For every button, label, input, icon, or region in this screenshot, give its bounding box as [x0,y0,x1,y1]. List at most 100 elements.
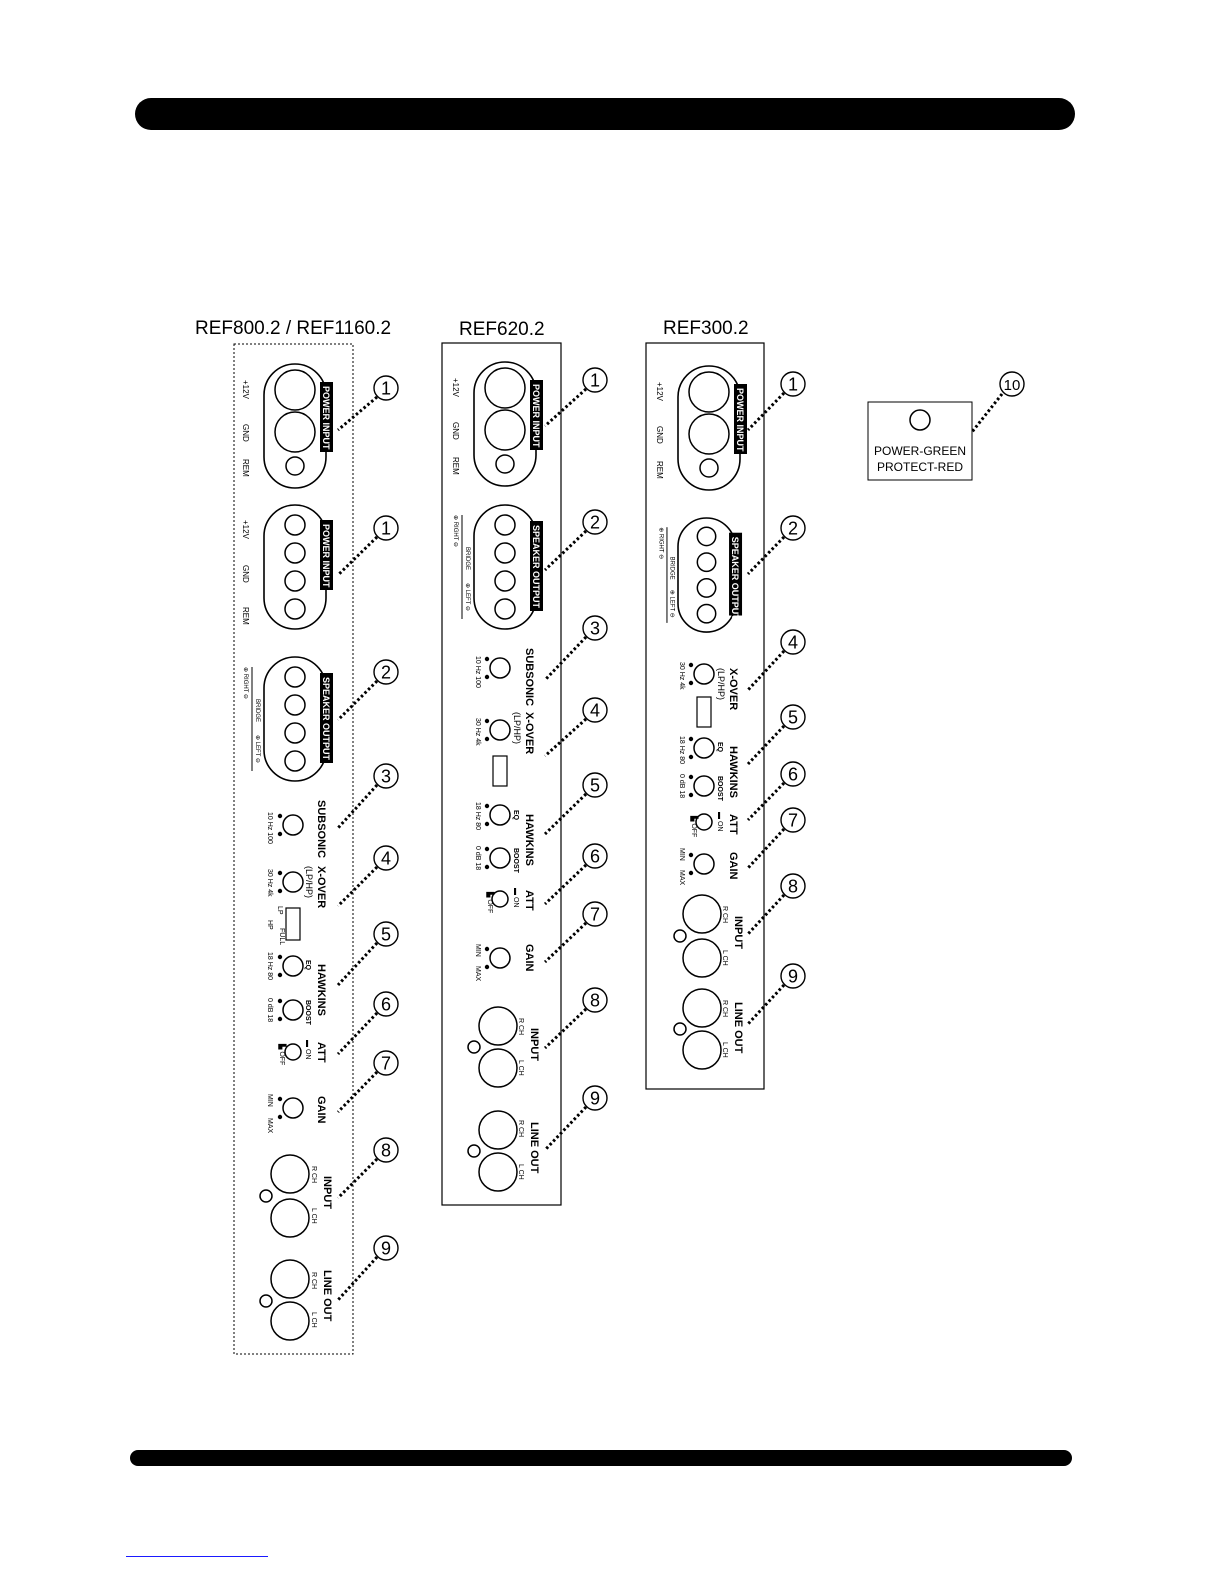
hawkins-eq-knob-300-min-dot [688,736,694,742]
hawkins-boost-knob-620 [489,847,511,869]
xover-knob-620 [489,719,511,741]
callout-leader [543,863,588,906]
lineout-label-300: LINE OUT [732,1002,744,1054]
power-label-rem: REM [241,459,250,477]
hawkins-eq-knob-max-dot [277,972,283,978]
input-l-620: L CH [517,1060,524,1076]
callout-circle [582,367,608,393]
att-off-label: ▙ OFF [278,1043,287,1065]
subsonic-knob [282,814,304,836]
indicator-text-power: POWER-GREEN [874,444,966,458]
input-label-620: INPUT [528,1028,540,1061]
callout-number: 6 [590,847,600,867]
panel-ref300-outline [645,342,765,1090]
callout-number: 4 [381,849,391,869]
callout-leader [746,391,786,432]
gain-knob-620 [489,947,511,969]
xover-switch-hp: HP [266,920,273,930]
hawkins-eq-knob-620-max-dot [484,821,490,827]
callout-circle [373,659,399,685]
callout-number: 9 [788,967,798,987]
lineout-l-620: L CH [517,1164,524,1180]
speaker-output-label: SPEAKER OUTPUT [531,525,541,609]
gain-knob-min-dot [277,1096,283,1102]
callout-number: 8 [788,877,798,897]
indicator-text-protect: PROTECT-RED [877,460,963,474]
panel-ref620-outline [441,342,562,1206]
power-label-gnd: GND [451,422,460,440]
att-off-620: ▙ OFF [486,891,495,913]
input-l-label: L CH [310,1208,317,1224]
xover-knob-620-max-dot [484,736,490,742]
callout-leader [543,529,588,572]
subsonic-range: 10 Hz 100 [266,812,273,844]
callout-leader [336,1070,379,1114]
callout-leader [543,717,588,758]
callout-leader [746,724,786,766]
xover-label-620: X-OVER [523,712,535,754]
callout-leader [543,635,588,682]
power-label-12v: +12V [451,378,460,398]
xover-switch-lp: LP [276,906,283,915]
callout-leader [336,865,379,908]
speaker-output-terminal [696,577,717,598]
speaker-output-terminal [696,526,717,547]
callout-leader [746,893,786,936]
callout-number: 10 [1004,377,1021,394]
footer-bar [130,1450,1072,1466]
gain-label-300: GAIN [727,852,739,880]
speaker-output-terminal [284,750,306,772]
hawkins-boost-knob-300 [693,775,715,797]
speaker-output-terminal [494,598,516,620]
lineout-led [259,1294,273,1308]
hawkins-eq-knob [282,955,304,977]
input-label: INPUT [321,1176,333,1209]
gain-label-620: GAIN [523,944,535,972]
input-r-jack [270,1154,310,1194]
lineout-l-label: L CH [310,1312,317,1328]
xover-sub-620: (LP/HP) [512,712,522,744]
input-led [259,1189,273,1203]
callout-circle [373,515,399,541]
power-input-label-bg [530,380,543,450]
callout-circle [582,509,608,535]
callout-circle [780,807,806,833]
panel-title-ref300: REF300.2 [663,318,749,339]
input-r-300: R CH [721,906,728,923]
power-input-2-terminal [284,514,306,536]
footer-link-underline [126,1556,268,1557]
hawkins-boost-knob-300-min-dot [688,774,694,780]
att-label: ATT [315,1042,327,1063]
lineout-r-300: R CH [721,1000,728,1017]
speaker-label-bridge: BRIDGE [464,547,470,570]
speaker-label-left: ⊕ LEFT ⊖ [464,583,470,611]
gain-knob-620-max-dot [484,964,490,970]
callout-circle [373,845,399,871]
power-gnd-terminal [484,409,526,451]
speaker-output-terminal [494,542,516,564]
callout-circle [373,1235,399,1261]
xover-switch-300 [696,696,712,728]
lineout-r-jack-300 [682,988,722,1028]
gain-min-label: MIN [266,1094,273,1107]
callout-leader [746,827,786,870]
power-label-12v: +12V [655,382,664,402]
att-on-300: ▬ ON [716,812,723,831]
callout-number: 4 [590,701,600,721]
gain-knob-300 [693,853,715,875]
speaker-output-label-bg [320,673,333,763]
callout-leader [336,679,379,722]
lineout-l-jack-620 [478,1152,518,1192]
xover-knob-max-dot [277,888,283,894]
input-led-300 [673,929,687,943]
gain-knob-max-dot [277,1114,283,1120]
power-rem-terminal [495,454,515,474]
panel-title-ref800: REF800.2 / REF1160.2 [195,318,392,339]
callout-leader [746,781,786,822]
power-rem-terminal [699,458,719,478]
speaker-output-terminal [284,694,306,716]
callout-circle [582,697,608,723]
indicator-led [909,409,931,431]
hawkins-boost-label-620: BOOST [512,848,519,874]
power2-label-rem: REM [241,607,250,625]
